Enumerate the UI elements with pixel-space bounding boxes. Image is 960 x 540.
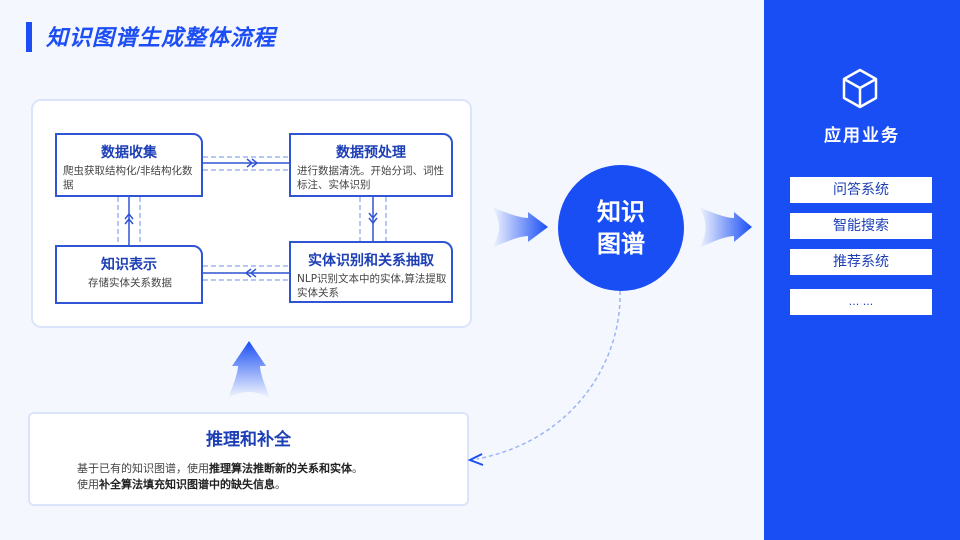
arrow-reasoning-up (228, 341, 270, 398)
app-item-search[interactable]: 智能搜索 (790, 213, 932, 239)
node-description: 存储实体关系数据 (88, 277, 172, 289)
arrow-to-applications (699, 207, 752, 248)
text-span: 基于已有的知识图谱，使用 (77, 462, 209, 475)
arrow-to-graph (492, 207, 548, 248)
node-title: 知识表示 (101, 257, 157, 273)
reasoning-line-1: 基于已有的知识图谱，使用推理算法推断新的关系和实体。 (77, 461, 363, 477)
link-extract-to-represent (203, 265, 289, 281)
app-item-recommend[interactable]: 推荐系统 (790, 249, 932, 275)
text-span: 。 (275, 478, 286, 491)
text-span: 。 (352, 462, 363, 475)
cube-icon (842, 68, 878, 109)
node-description: NLP识别文本中的实体,算法提取实体关系 (297, 273, 447, 299)
sidebar-heading: 应用业务 (824, 126, 900, 146)
node-knowledge-representation[interactable]: 知识表示 存储实体关系数据 (55, 245, 203, 304)
node-description: 爬虫获取结构化/非结构化数据 (63, 165, 193, 191)
node-entity-extraction[interactable]: 实体识别和关系抽取 NLP识别文本中的实体,算法提取实体关系 (289, 241, 453, 303)
bold-span: 推理算法推断新的关系和实体 (209, 462, 352, 475)
text-span: 使用 (77, 478, 99, 491)
app-item-more[interactable]: ... ... (790, 289, 932, 315)
bold-span: 补全算法填充知识图谱中的缺失信息 (99, 478, 275, 491)
link-collect-to-preprocess (203, 156, 289, 171)
page-title: 知识图谱生成整体流程 (46, 26, 277, 51)
reasoning-box[interactable]: 推理和补全 基于已有的知识图谱，使用推理算法推断新的关系和实体。 使用补全算法填… (28, 412, 469, 506)
reasoning-description: 基于已有的知识图谱，使用推理算法推断新的关系和实体。 使用补全算法填充知识图谱中… (77, 461, 363, 493)
node-title: 数据收集 (101, 145, 157, 161)
node-title: 数据预处理 (336, 145, 406, 161)
circle-label-line1: 知识 (597, 198, 645, 226)
node-title: 实体识别和关系抽取 (308, 253, 434, 269)
circle-label-line2: 图谱 (597, 230, 645, 258)
knowledge-graph-circle[interactable]: 知识 图谱 (558, 165, 684, 291)
node-data-collection[interactable]: 数据收集 爬虫获取结构化/非结构化数据 (55, 133, 203, 197)
link-represent-to-collect (117, 197, 141, 245)
link-preprocess-to-extract (359, 197, 387, 241)
application-sidebar: 应用业务 问答系统 智能搜索 推荐系统 ... ... (764, 0, 960, 540)
node-preprocessing[interactable]: 数据预处理 进行数据清洗。开始分词、词性标注、实体识别 (289, 133, 453, 197)
title-accent-bar (26, 22, 32, 52)
feedback-arrowhead (467, 453, 484, 466)
app-item-qa[interactable]: 问答系统 (790, 177, 932, 203)
reasoning-title: 推理和补全 (206, 430, 291, 450)
reasoning-line-2: 使用补全算法填充知识图谱中的缺失信息。 (77, 477, 363, 493)
node-description: 进行数据清洗。开始分词、词性标注、实体识别 (297, 165, 444, 191)
dashed-feedback-curve (476, 290, 621, 460)
